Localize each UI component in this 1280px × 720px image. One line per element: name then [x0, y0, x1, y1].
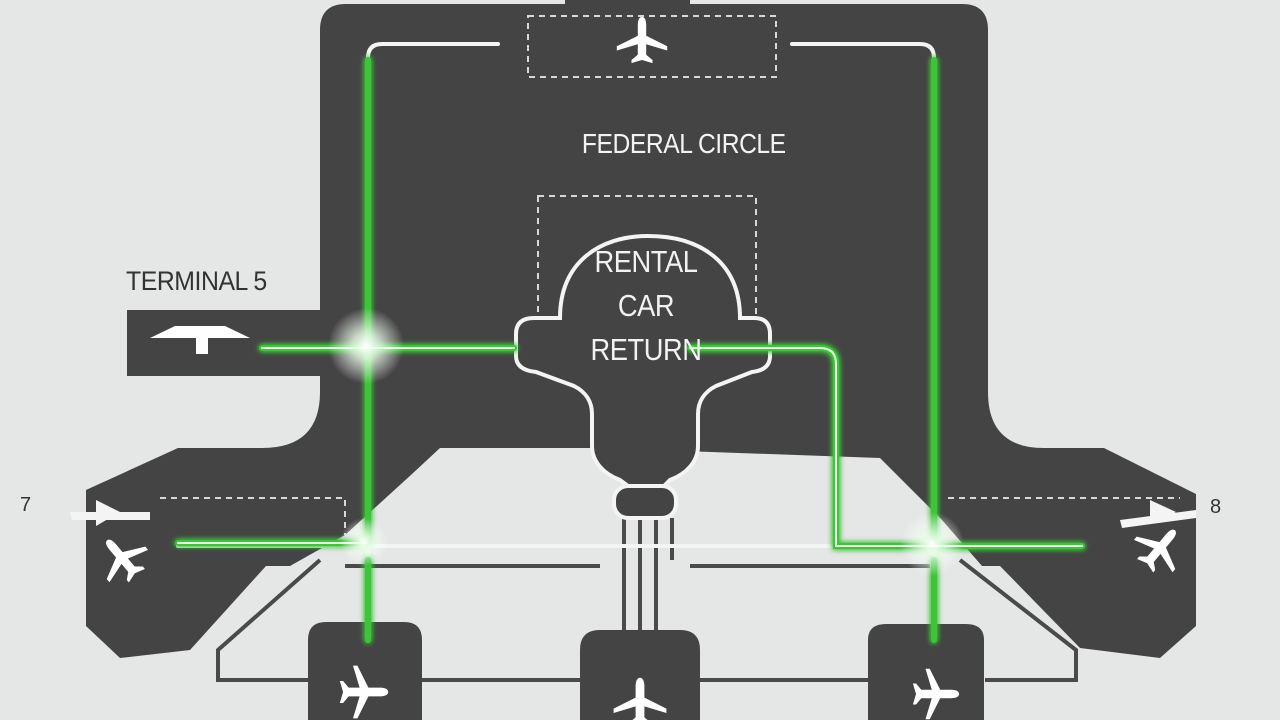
terminal-5-building [127, 310, 320, 376]
airplane-icon [1120, 500, 1196, 528]
terminal-7-label: 7 [20, 494, 31, 516]
rental-label-line1: RENTAL [594, 244, 698, 279]
terminal-8-label: 8 [1210, 496, 1221, 518]
federal-circle-label: FEDERAL CIRCLE [581, 128, 786, 159]
rental-car-return-outline [514, 233, 772, 488]
top-gate-zone [527, 15, 777, 78]
terminal-left-bottom [308, 622, 422, 720]
terminal-right-bottom [868, 624, 984, 720]
terminal-5-label: TERMINAL 5 [126, 266, 267, 296]
rental-label-line3: RETURN [590, 332, 702, 367]
terminal-center-bottom [580, 630, 700, 720]
airplane-icon [70, 500, 150, 526]
rental-label-line2: CAR [617, 288, 675, 323]
left-gate-zone [160, 497, 346, 535]
